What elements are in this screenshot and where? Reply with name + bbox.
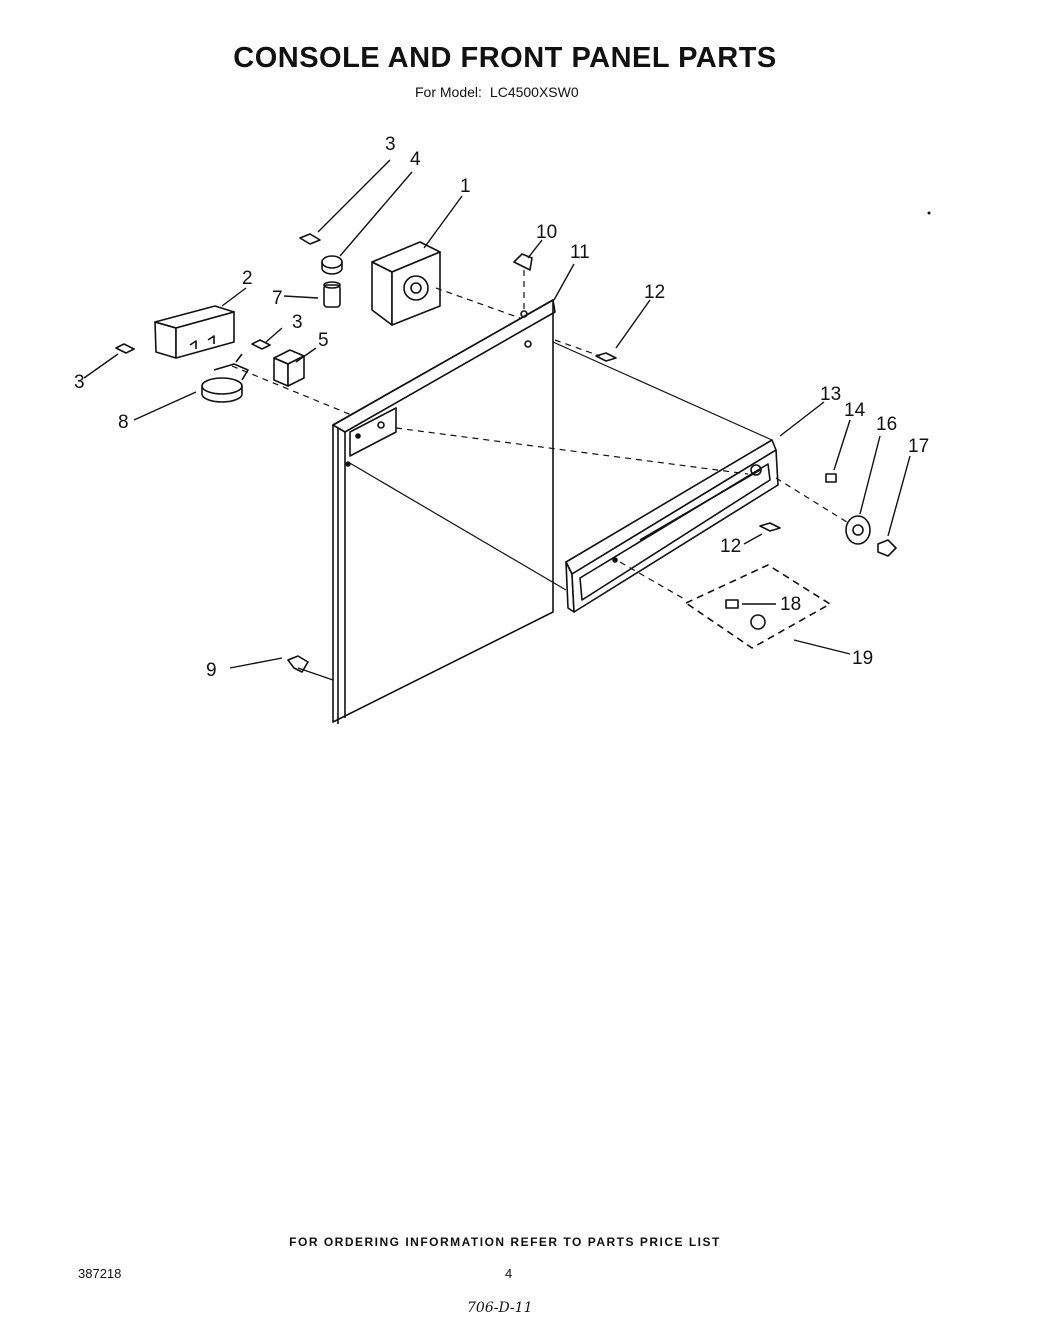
timer-part — [371, 241, 441, 326]
callout-5: 5 — [318, 330, 329, 351]
callout-9: 9 — [206, 660, 217, 681]
callout-7: 7 — [272, 288, 283, 309]
page-number: 4 — [505, 1266, 513, 1281]
callout-17: 17 — [908, 436, 929, 457]
callout-18: 18 — [780, 594, 801, 615]
model-line: For Model: LC4500XSW0 — [415, 84, 579, 100]
callout-3a: 3 — [385, 134, 396, 155]
callout-4: 4 — [410, 149, 421, 170]
callout-12a: 12 — [644, 282, 665, 303]
callout-8: 8 — [118, 412, 129, 433]
ordering-note: FOR ORDERING INFORMATION REFER TO PARTS … — [289, 1235, 721, 1249]
callout-19: 19 — [852, 648, 873, 669]
callout-12b: 12 — [720, 536, 741, 557]
front-panel — [332, 299, 556, 724]
assembly-lines-solid — [297, 341, 773, 681]
callout-labels: 3 4 1 2 7 3 5 3 8 9 10 11 12 12 13 14 16… — [74, 134, 929, 681]
panel-clip — [513, 253, 533, 271]
callout-16: 16 — [876, 414, 897, 435]
callout-13: 13 — [820, 384, 841, 405]
knob-assembly — [845, 515, 897, 557]
callout-11: 11 — [570, 242, 590, 263]
push-switch — [273, 349, 305, 387]
model-number: LC4500XSW0 — [489, 84, 579, 100]
document-number: 387218 — [78, 1266, 122, 1281]
assembly-lines — [231, 270, 851, 601]
control-panel-bracket — [565, 439, 779, 613]
callout-10: 10 — [536, 222, 557, 243]
screw-set — [115, 233, 837, 673]
model-label: For Model: — [415, 84, 482, 100]
handwritten-code: 706-D-11 — [467, 1300, 533, 1316]
callout-3c: 3 — [74, 372, 85, 393]
callout-2: 2 — [242, 268, 253, 289]
leader-lines — [83, 159, 911, 669]
callout-3b: 3 — [292, 312, 303, 333]
clamp-and-cylinder — [321, 255, 343, 308]
callout-14: 14 — [844, 400, 866, 421]
switch-bracket — [154, 305, 235, 359]
hardware-kit — [685, 564, 831, 649]
callout-1: 1 — [460, 176, 471, 197]
selector-switch — [201, 353, 249, 403]
stray-mark — [927, 211, 931, 215]
page-title: CONSOLE AND FRONT PANEL PARTS — [233, 42, 777, 74]
